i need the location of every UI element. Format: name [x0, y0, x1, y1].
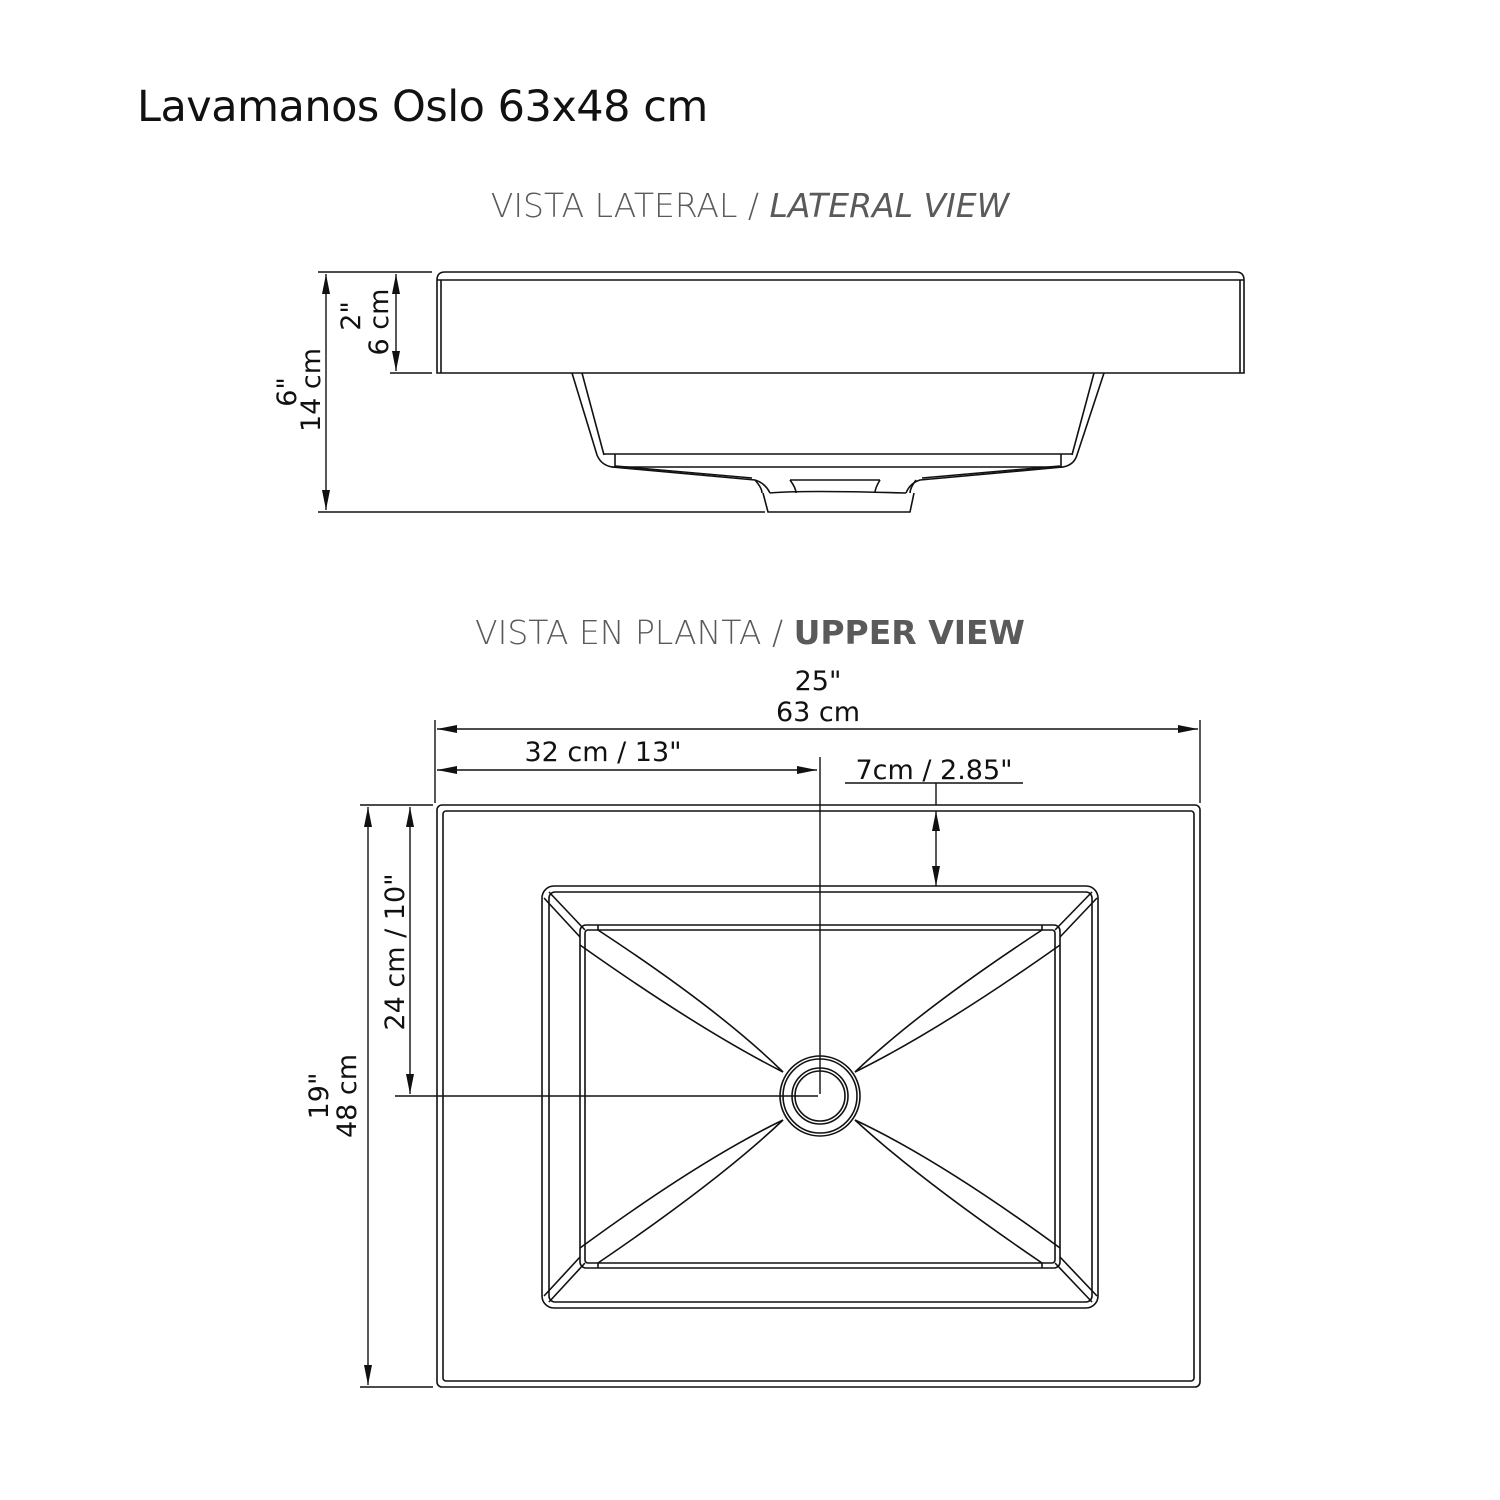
width-inches: 25" — [795, 666, 842, 697]
upper-view-heading: VISTA EN PLANTA / UPPER VIEW — [0, 613, 1500, 652]
drain-offset-x: 32 cm / 13" — [524, 737, 681, 768]
upper-dimension-lines — [360, 720, 1201, 1388]
total-height-inches: 6" — [272, 377, 303, 407]
lateral-view-heading-en: LATERAL VIEW — [769, 186, 1010, 225]
rim-height-inches: 2" — [336, 301, 367, 331]
lateral-dimension-lines — [318, 271, 765, 513]
depth-cm: 48 cm — [332, 1054, 363, 1138]
rim-height-cm: 6 cm — [364, 289, 395, 356]
upper-view-heading-es: VISTA EN PLANTA / — [475, 613, 784, 652]
rim-offset: 7cm / 2.85" — [855, 755, 1012, 786]
lateral-view-heading-es: VISTA LATERAL / — [490, 186, 759, 225]
width-cm: 63 cm — [776, 697, 860, 728]
page-title: Lavamanos Oslo 63x48 cm — [137, 82, 708, 132]
depth-inches: 19" — [304, 1073, 335, 1120]
drain-offset-y: 24 cm / 10" — [380, 873, 411, 1030]
upper-view-heading-en: UPPER VIEW — [793, 613, 1025, 652]
lateral-view-heading: VISTA LATERAL / LATERAL VIEW — [0, 186, 1500, 225]
total-height-cm: 14 cm — [296, 348, 327, 432]
lateral-view-drawing — [436, 271, 1245, 513]
